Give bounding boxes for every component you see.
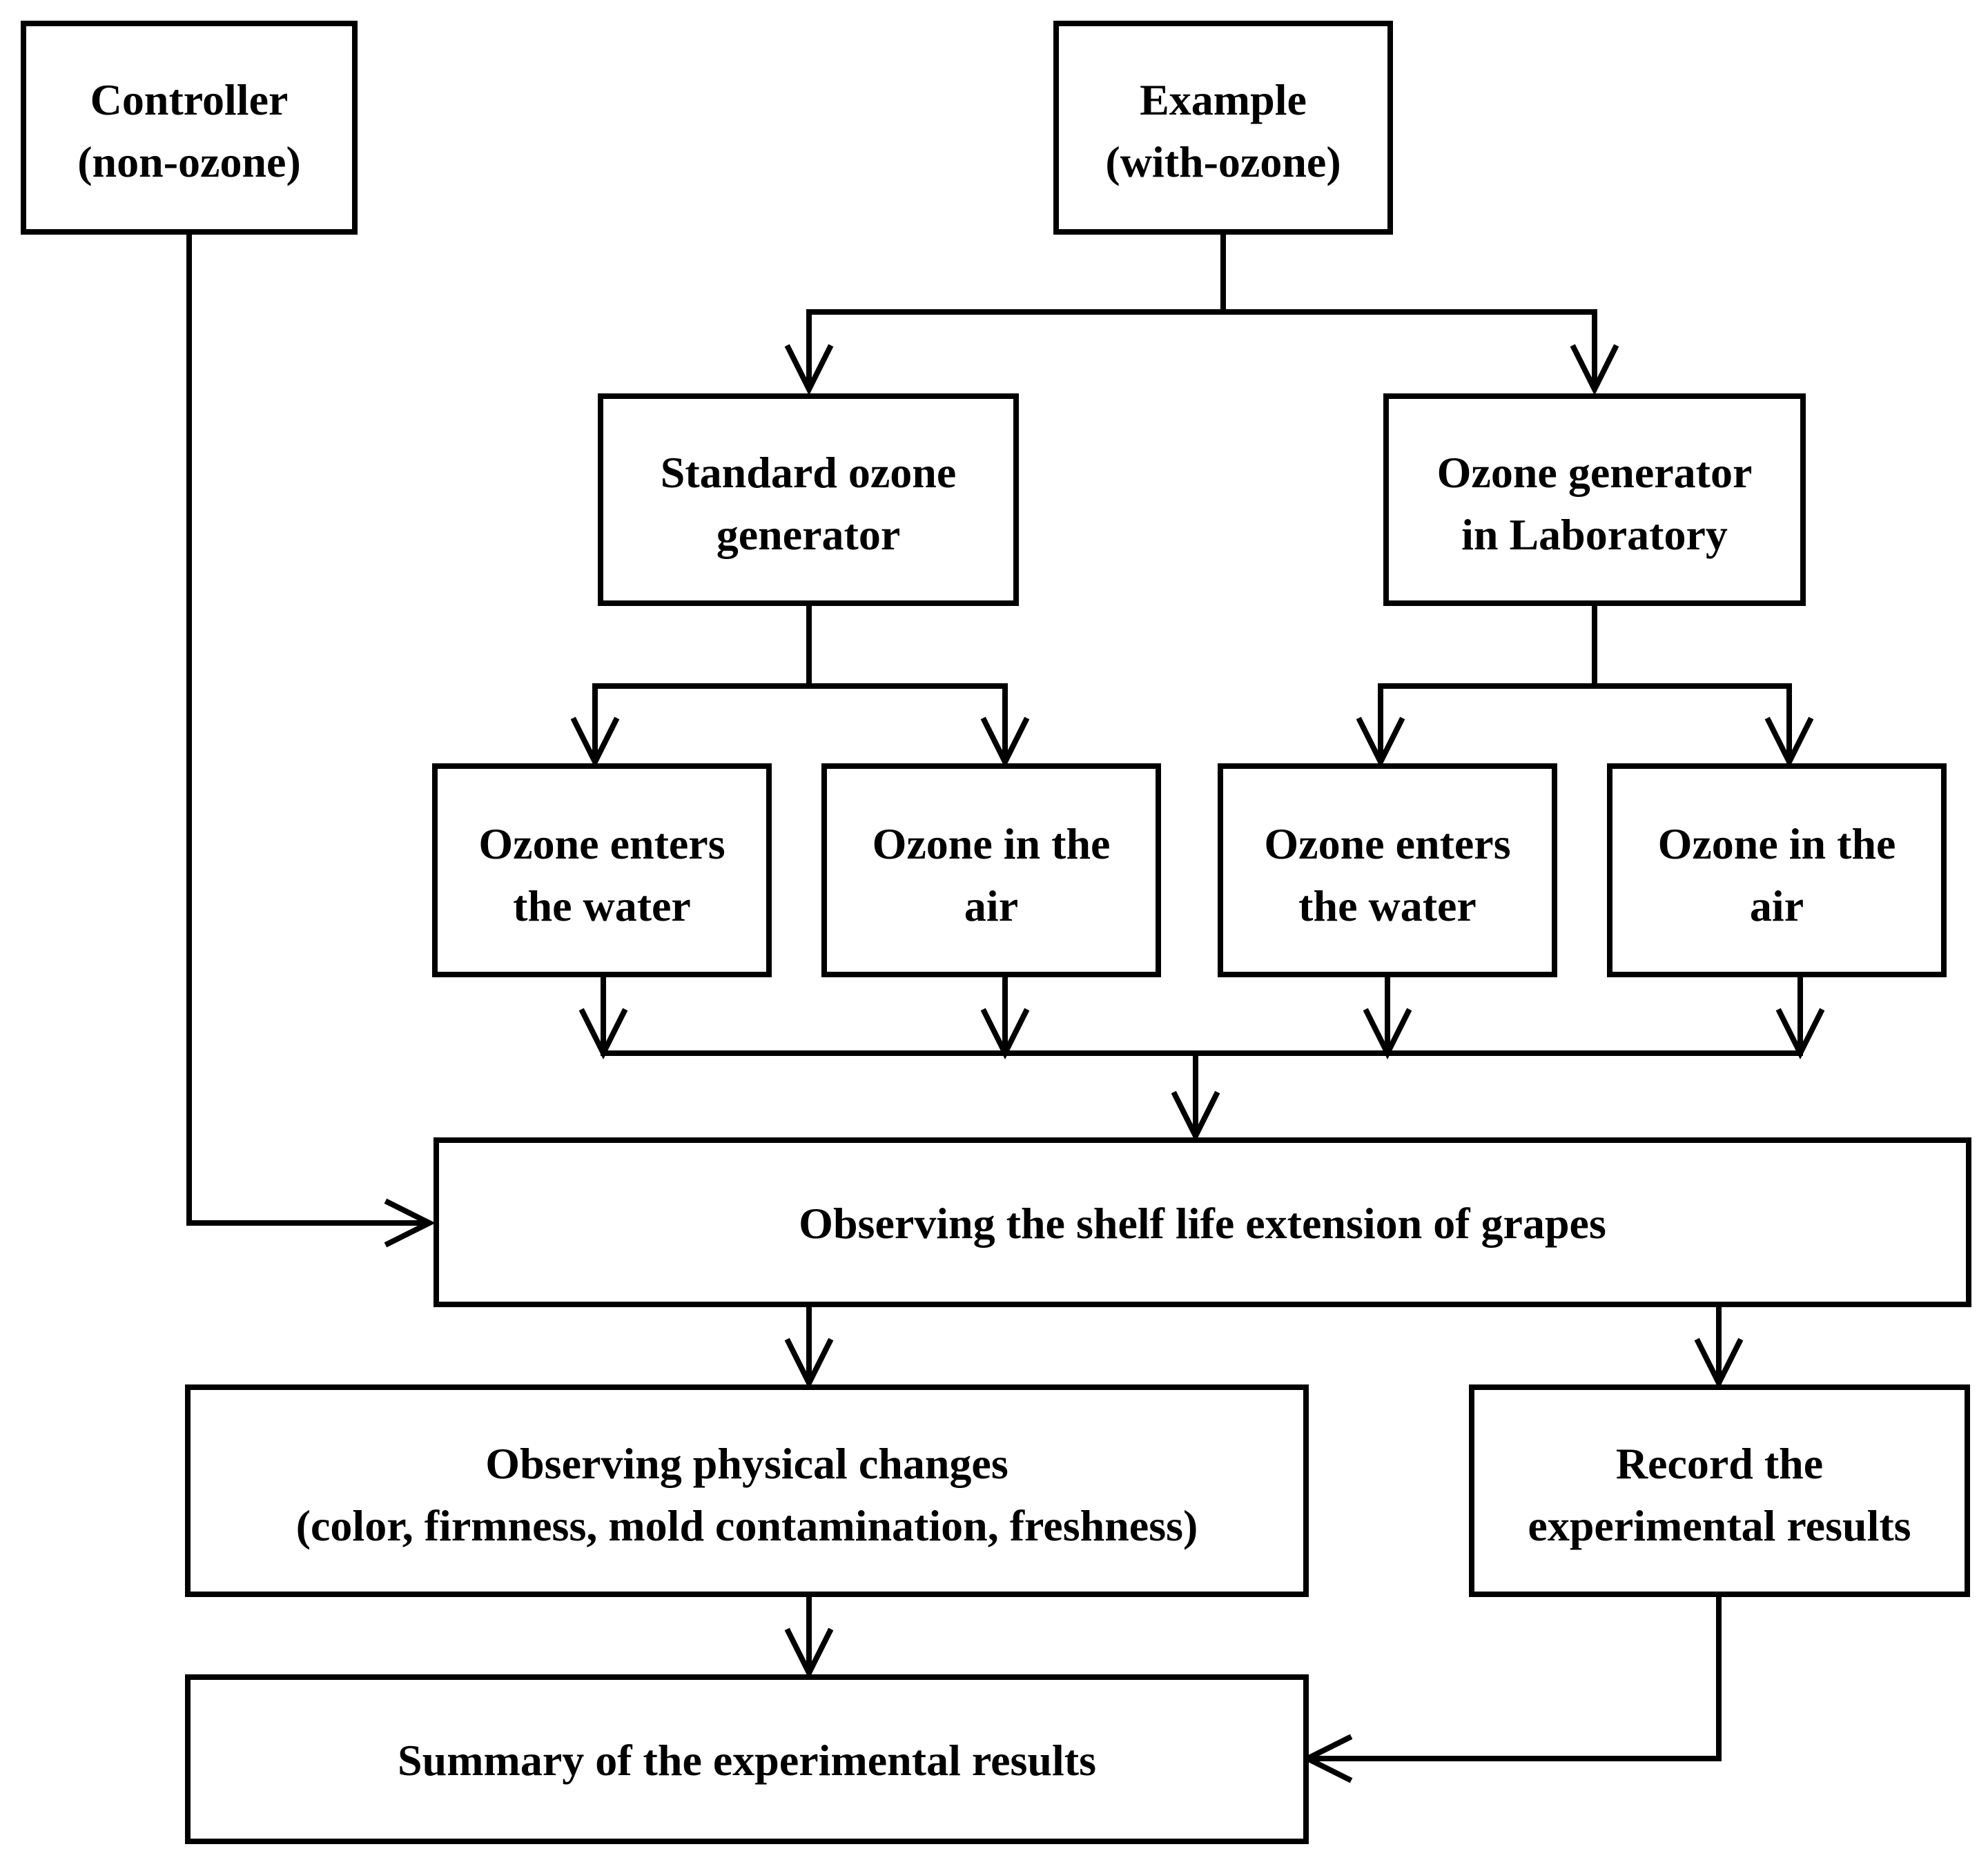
arrowhead-into-std-air [980, 716, 1030, 768]
node-standard-generator: Standard ozone generator [598, 393, 1019, 606]
connector-record-to-summary [1307, 1592, 1722, 1761]
observing-shelf-life-label: Observing the shelf life extension of gr… [799, 1199, 1606, 1248]
std-water-label-line1: Ozone enters [478, 819, 725, 868]
arrowhead-std-air-to-bus [980, 1008, 1030, 1059]
summary-box [185, 1674, 1309, 1844]
arrowhead-std-water-to-bus [578, 1008, 628, 1059]
arrowhead-lab-air-to-bus [1775, 1008, 1825, 1059]
lab-water-label-line2: the water [1298, 881, 1477, 930]
physical-changes-box [185, 1384, 1309, 1597]
example-label-line2: (with-ozone) [1105, 137, 1341, 186]
record-results-box [1469, 1384, 1970, 1597]
std-water-label-line2: the water [513, 881, 691, 930]
arrowhead-into-lab-generator [1570, 344, 1619, 395]
standard-generator-label-line2: generator [717, 510, 901, 559]
controller-label-line1: Controller [90, 75, 289, 124]
node-lab-water: Ozone enters the water [1218, 763, 1557, 977]
std-air-box [821, 763, 1161, 977]
arrowhead-into-summary-from-physical [784, 1627, 834, 1679]
arrowhead-into-lab-air [1764, 716, 1814, 768]
lab-air-label-line2: air [1750, 881, 1804, 930]
node-example: Example (with-ozone) [1053, 21, 1393, 235]
node-controller: Controller (non-ozone) [21, 21, 358, 235]
standard-generator-label-line1: Standard ozone [661, 448, 957, 497]
arrowhead-lab-water-to-bus [1363, 1008, 1412, 1059]
lab-air-box [1607, 763, 1947, 977]
std-water-box [432, 763, 772, 977]
arrowhead-into-record-results [1694, 1338, 1744, 1389]
connector-controller-to-observing [186, 231, 429, 1226]
lab-generator-label-line2: in Laboratory [1461, 510, 1728, 559]
observing-shelf-life-box [433, 1137, 1971, 1307]
connector-methods-merge [601, 972, 1803, 1056]
arrowhead-into-physical-changes [784, 1338, 834, 1389]
node-record-results: Record the experimental results [1469, 1384, 1970, 1597]
lab-water-box [1218, 763, 1557, 977]
arrowhead-into-std-water [570, 716, 620, 768]
arrowhead-into-standard-generator [784, 344, 834, 395]
lab-water-label-line1: Ozone enters [1264, 819, 1510, 868]
lab-air-label-line1: Ozone in the [1658, 819, 1896, 868]
node-std-water: Ozone enters the water [432, 763, 772, 977]
node-lab-air: Ozone in the air [1607, 763, 1947, 977]
connector-lab-generator-split [1378, 600, 1792, 761]
node-std-air: Ozone in the air [821, 763, 1161, 977]
std-air-label-line1: Ozone in the [873, 819, 1111, 868]
controller-label-line2: (non-ozone) [77, 137, 301, 186]
node-physical-changes: Observing physical changes (color, firmn… [185, 1384, 1309, 1597]
arrowhead-into-lab-water [1356, 716, 1405, 768]
lab-generator-box [1383, 393, 1806, 606]
lab-generator-label-line1: Ozone generator [1437, 448, 1753, 497]
summary-label: Summary of the experimental results [398, 1736, 1096, 1785]
example-box [1053, 21, 1393, 235]
arrowhead-into-observing-from-bus [1171, 1090, 1220, 1142]
node-summary: Summary of the experimental results [185, 1674, 1309, 1844]
record-results-label-line1: Record the [1616, 1439, 1823, 1488]
node-lab-generator: Ozone generator in Laboratory [1383, 393, 1806, 606]
std-air-label-line2: air [964, 881, 1018, 930]
arrowhead-into-observing-from-controller [384, 1198, 436, 1248]
record-results-label-line2: experimental results [1528, 1501, 1911, 1550]
physical-changes-label-line2: (color, firmness, mold contamination, fr… [296, 1501, 1198, 1550]
controller-box [21, 21, 358, 235]
connector-example-split [806, 231, 1597, 388]
standard-generator-box [598, 393, 1019, 606]
example-label-line1: Example [1140, 75, 1307, 124]
connectors [186, 231, 1825, 1783]
node-observing-shelf-life: Observing the shelf life extension of gr… [433, 1137, 1971, 1307]
connector-standard-generator-split [592, 600, 1008, 761]
physical-changes-label-line1: Observing physical changes [485, 1439, 1008, 1488]
